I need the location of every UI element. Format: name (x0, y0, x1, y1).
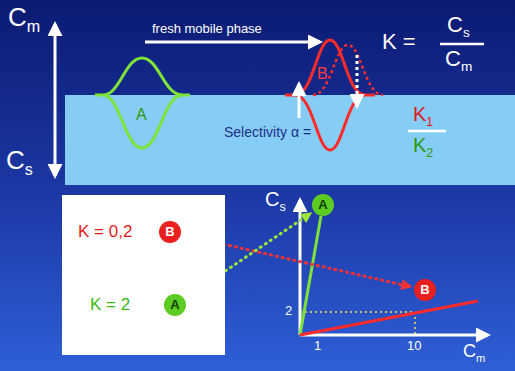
fraction-bar (440, 43, 484, 46)
label-anchor: Cs (6, 146, 33, 176)
text-label: 10 (407, 339, 421, 354)
peak-curve (95, 58, 190, 95)
label-anchor: Selectivity α = (222, 124, 313, 140)
k-value: K = 2 (90, 295, 130, 315)
isotherm-line (300, 301, 478, 335)
text-label: Cs (265, 188, 286, 211)
solute-circle: A (312, 194, 334, 216)
label-anchor: K1 (413, 103, 433, 126)
label-anchor: Cs (447, 12, 470, 37)
k-value: K = 0,2 (78, 222, 132, 242)
subscript: s (279, 200, 285, 214)
solute-circle: B (159, 221, 181, 243)
circle-fill (414, 279, 436, 301)
peak-outline (95, 55, 190, 155)
label-anchor: 2 (285, 304, 292, 319)
text-label: K1 (413, 103, 433, 126)
subscript: 1 (426, 115, 433, 129)
peak-curve (103, 95, 182, 148)
text-label: K = (382, 29, 416, 54)
label-anchor: K2 (413, 134, 433, 157)
circle-letter: A (170, 294, 179, 316)
subscript: m (476, 352, 485, 364)
label-anchor: 10 (407, 339, 421, 354)
solute-circle: B (414, 279, 436, 301)
peak-curve (313, 45, 383, 95)
subscript: s (463, 25, 470, 40)
label-anchor: Cm (445, 46, 472, 71)
label-anchor: fresh mobile phase (152, 22, 262, 37)
phase-axis-arrow (54, 24, 57, 176)
isotherm-line (300, 216, 321, 335)
arrow-head (400, 279, 412, 290)
label-anchor: 1 (314, 339, 321, 354)
peak-curve (295, 95, 365, 150)
text-label: Cm (463, 341, 485, 362)
circle-fill (159, 221, 181, 243)
subscript: m (461, 59, 472, 74)
circle-fill (312, 194, 334, 216)
circle-fill (164, 294, 186, 316)
text-label: K2 (413, 134, 433, 157)
text-label: Selectivity α = (222, 124, 313, 140)
text-label: Cs (6, 146, 33, 176)
solute-circle: A (164, 294, 186, 316)
label-anchor: Cs (265, 188, 286, 211)
peak-a: A (95, 55, 190, 155)
flow-arrow (145, 41, 320, 44)
text-label: Cm (445, 46, 472, 71)
label-anchor: K = (382, 29, 416, 54)
circle-letter: B (420, 279, 429, 301)
fraction-bar (408, 130, 446, 133)
stationary-phase-band (65, 95, 515, 185)
subscript: m (27, 17, 40, 35)
text-label: fresh mobile phase (152, 22, 262, 37)
text-label: Cm (8, 3, 40, 33)
text-label: 2 (285, 304, 292, 319)
circle-letter: B (165, 221, 174, 243)
circle-letter: A (318, 194, 327, 216)
text-label: Cs (447, 12, 470, 37)
arrow-head (300, 212, 312, 223)
peak-letter: A (136, 105, 147, 125)
peak-letter: B (317, 64, 328, 84)
value-box: K = 0,2 K = 2 B A (62, 195, 225, 355)
peak-curve (356, 55, 359, 106)
subscript: s (25, 160, 33, 178)
peak-curve (298, 84, 301, 118)
label-anchor: Cm (8, 3, 40, 33)
label-anchor: Cm (463, 341, 485, 362)
text-label: 1 (314, 339, 321, 354)
cm-axis (300, 334, 488, 337)
subscript: 2 (426, 146, 433, 160)
